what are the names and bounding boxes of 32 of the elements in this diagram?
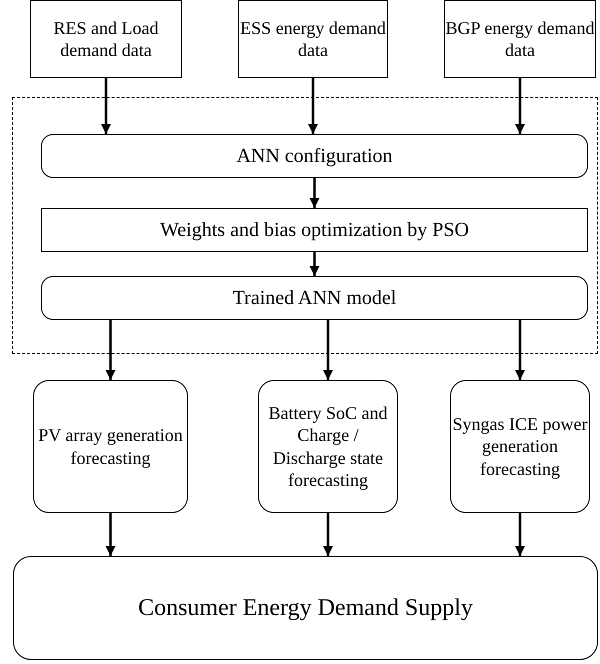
process-box: [450, 380, 590, 513]
box-label: Weights and bias optimization by PSO: [160, 218, 469, 242]
process-box: [444, 0, 596, 78]
process-box: [238, 0, 388, 78]
arrow: [106, 513, 116, 556]
arrow: [323, 513, 333, 556]
arrow: [310, 252, 320, 276]
process-box: [33, 380, 188, 513]
process-box: [258, 380, 398, 513]
arrow: [308, 78, 318, 134]
box-label: RES and Load demand data: [52, 16, 160, 62]
box-label: Trained ANN model: [232, 286, 396, 310]
arrow: [515, 78, 525, 134]
process-box: [30, 0, 182, 78]
box-label: BGP energy demand data: [445, 16, 595, 62]
box-label: PV array generation forecasting: [37, 424, 184, 469]
process-box: [41, 208, 588, 252]
arrow: [101, 78, 111, 134]
process-box: [13, 556, 598, 660]
box-label: Syngas ICE power generation forecasting: [452, 412, 588, 480]
arrow: [515, 320, 525, 380]
arrow: [106, 320, 116, 380]
arrow: [310, 178, 320, 208]
dashed-group-box: [12, 97, 598, 354]
process-box: [41, 134, 588, 178]
box-label: ANN configuration: [236, 144, 393, 168]
box-label: Battery SoC and Charge / Discharge state forecasting: [268, 402, 388, 492]
box-label: ESS energy demand data: [239, 16, 387, 62]
arrow: [323, 320, 333, 380]
box-label: Consumer Energy Demand Supply: [138, 594, 473, 623]
process-box: [41, 276, 588, 320]
arrow: [515, 513, 525, 556]
